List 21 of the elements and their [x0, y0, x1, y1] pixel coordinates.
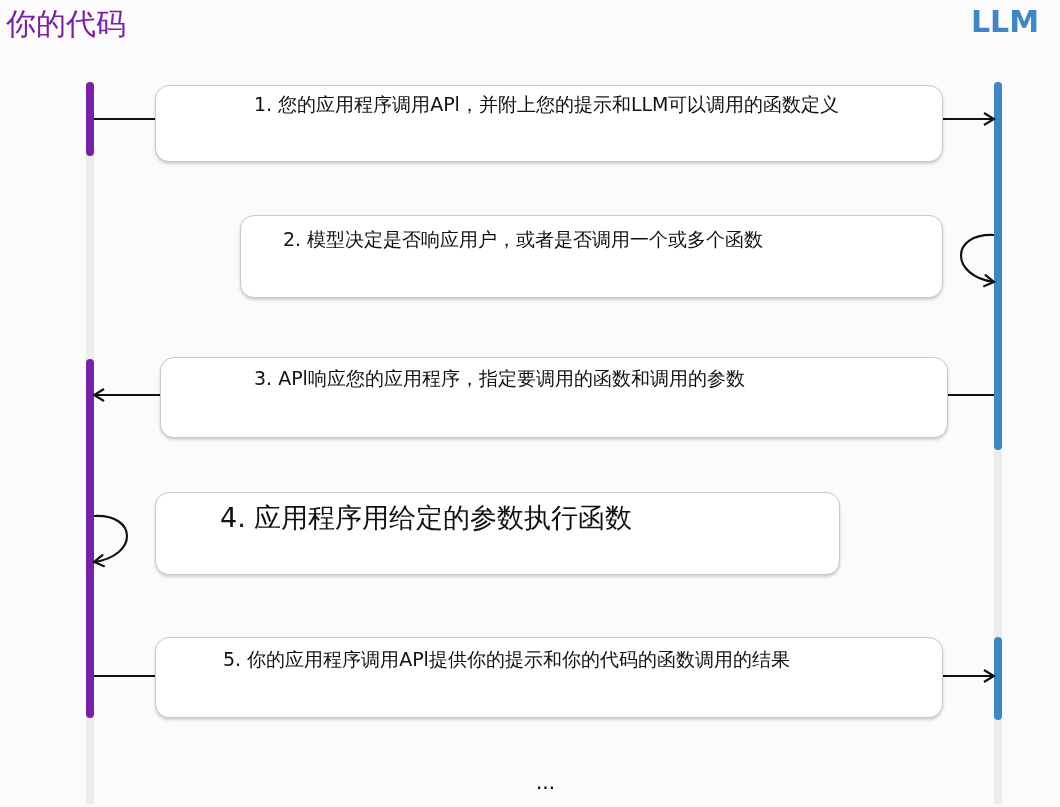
message-text: 4. 应用程序用给定的参数执行函数: [220, 501, 634, 535]
message-box: [155, 85, 943, 162]
lifeline-title: LLM: [971, 4, 1040, 39]
message-text: 5. 你的应用程序调用APl提供你的提示和你的代码的函数调用的结果: [223, 647, 791, 672]
message-text: 3. APl响应您的应用程序，指定要调用的函数和调用的参数: [254, 366, 746, 391]
ellipsis-note: ...: [536, 770, 556, 794]
arrow: [92, 387, 160, 403]
message-box: [160, 357, 948, 438]
self-loop-arrow: [92, 514, 128, 567]
message-text: 1. 您的应用程序调用APl，并附上您的提示和LLM可以调用的函数定义: [254, 92, 841, 117]
arrow: [943, 111, 996, 127]
connector-line: [94, 674, 155, 678]
message-box: [240, 215, 943, 298]
message-text: 2. 模型决定是否响应用户，或者是否调用一个或多个函数: [283, 227, 765, 252]
lifeline-title: 你的代码: [6, 5, 126, 43]
message-box: [155, 637, 943, 718]
message-box: [155, 492, 840, 575]
arrow: [943, 668, 996, 684]
connector-line: [948, 393, 994, 397]
self-loop-arrow: [960, 233, 996, 287]
connector-line: [94, 117, 155, 121]
